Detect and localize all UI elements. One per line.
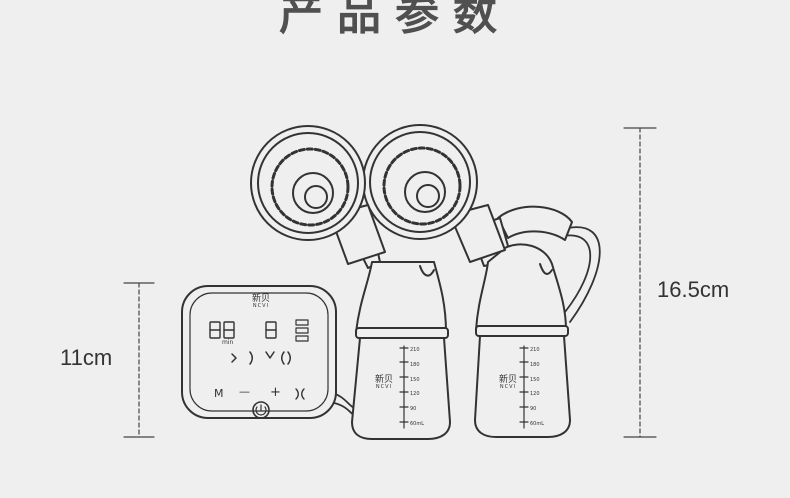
pump-unit (181, 285, 337, 419)
breast-shield-right (362, 124, 506, 263)
mode-icons (231, 351, 291, 365)
dimension-height-left: 11cm (60, 345, 113, 370)
bottle-right-brand: 新贝 NCVI (496, 376, 520, 390)
dimension-height-right: 16.5cm (657, 277, 730, 302)
increase-button[interactable]: + (270, 385, 281, 400)
bottle-right-scale: 210 180 150 120 90 60mL (530, 343, 544, 432)
scale-mark: 60mL (530, 420, 545, 427)
timer-display (209, 321, 277, 339)
scale-mark: 120 (410, 391, 420, 398)
scale-mark: 90 (530, 406, 537, 413)
bottle-right-brand-en: NCVI (499, 384, 517, 390)
scale-mark: 90 (410, 406, 417, 413)
scale-mark: 60mL (410, 420, 425, 427)
scale-mark: 210 (530, 347, 540, 353)
bottle-right-brand-cn: 新贝 (498, 375, 517, 385)
scale-mark: 180 (530, 361, 540, 368)
bottle-left-brand-en: NCVI (375, 384, 393, 390)
scale-mark: 150 (530, 376, 540, 383)
mode-toggle-icon (295, 388, 305, 400)
level-indicator (295, 319, 309, 342)
device-brand: 新贝 NCVI (249, 295, 273, 309)
display-unit: min (222, 339, 234, 346)
bottle-left (351, 237, 451, 440)
bottle-left-scale: 210 180 150 120 90 60mL (410, 343, 424, 432)
bottle-left-brand-cn: 新贝 (374, 375, 393, 385)
device-brand-en: NCVI (252, 303, 270, 309)
scale-mark: 180 (410, 361, 420, 368)
scale-mark: 210 (410, 347, 420, 353)
device-brand-cn: 新贝 (251, 294, 270, 304)
decrease-button[interactable]: — (239, 385, 250, 398)
mode-button[interactable]: M (214, 387, 224, 400)
bottle-left-brand: 新贝 NCVI (372, 376, 396, 390)
dimension-lines (123, 127, 657, 438)
page-title: 产品参数 (279, 0, 511, 40)
power-button (252, 401, 270, 419)
breast-shield-left (250, 125, 386, 265)
scale-mark: 150 (410, 376, 420, 383)
scale-mark: 120 (530, 391, 540, 398)
